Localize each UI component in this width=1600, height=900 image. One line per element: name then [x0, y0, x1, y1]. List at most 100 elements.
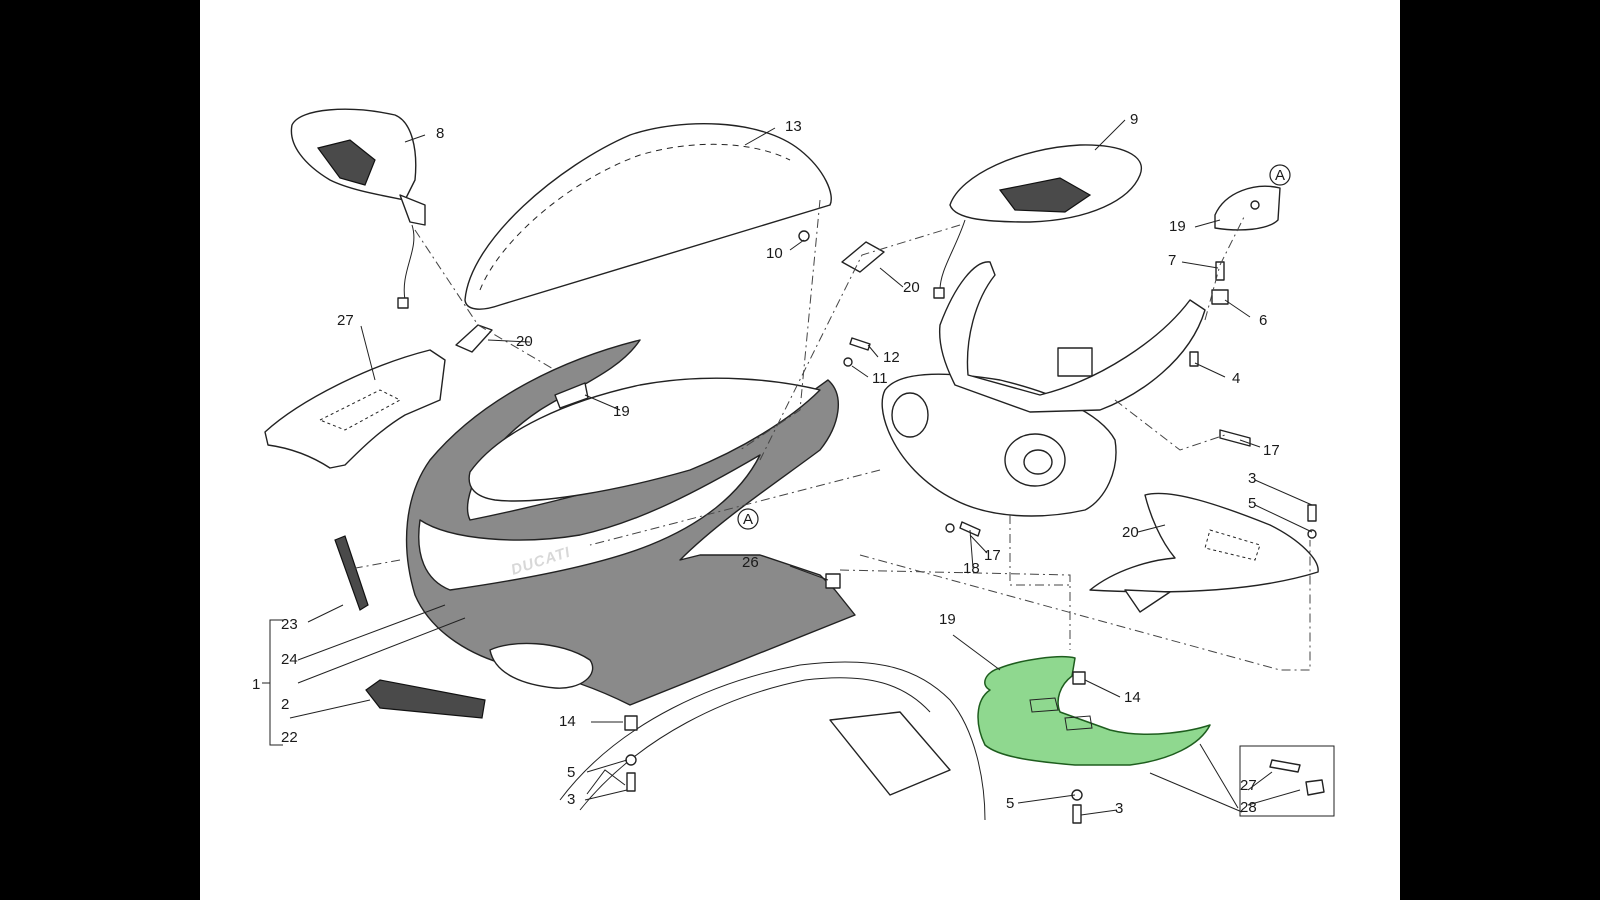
- washer-5-right: [1307, 529, 1317, 539]
- callout-22: 23: [281, 616, 298, 633]
- right-heat-shield-pattern: [1204, 529, 1261, 561]
- side-grille-22: [334, 535, 369, 611]
- right-mirror-plug: [933, 287, 945, 299]
- headlight-lens-left: [891, 392, 929, 438]
- callout-4: 4: [1232, 370, 1240, 387]
- callout-13: 13: [785, 118, 802, 135]
- screw-3-bottom: [1072, 804, 1082, 824]
- screw-3-left: [626, 772, 636, 792]
- reference-marker-a-top: [1269, 164, 1291, 186]
- callout-23: 24: [281, 651, 298, 668]
- left-mirror-stem: [399, 194, 426, 226]
- left-mirror-lens: [316, 139, 376, 186]
- clip-6: [1211, 289, 1229, 305]
- fairing-support-frame: [938, 261, 1206, 413]
- frame-outline: [559, 661, 986, 821]
- mirror-plate-right: [841, 241, 885, 273]
- callout-9: 9: [1130, 111, 1138, 128]
- right-heat-shield: [1089, 492, 1319, 593]
- callout-28: 28: [1240, 799, 1257, 816]
- assembly-line-right-side: [859, 540, 1311, 671]
- callout-2: 2: [281, 696, 289, 713]
- assembly-line-screen: [739, 199, 821, 451]
- callout-19-right: 19: [1169, 218, 1186, 235]
- right-heat-shield-tail: [1124, 589, 1171, 613]
- insert-28: [1305, 779, 1325, 796]
- callout-24: 26: [742, 554, 759, 571]
- callout-1: 1: [252, 676, 260, 693]
- assembly-line-headlight: [589, 469, 881, 546]
- assembly-line-belly: [839, 569, 1071, 650]
- screw-4: [1189, 351, 1199, 367]
- callout-27: 27: [1240, 777, 1257, 794]
- fairing-bracket-19: [554, 382, 589, 409]
- belly-pan-bracket-b: [1064, 715, 1093, 731]
- assembly-line-bracket: [1204, 214, 1246, 321]
- lower-belly-pan-highlighted: [977, 655, 1211, 766]
- right-mirror-lens: [998, 177, 1092, 213]
- left-mirror-cable: [403, 224, 415, 301]
- right-bracket-hole: [1250, 200, 1260, 210]
- right-bracket-19: [1214, 185, 1281, 231]
- callout-20-left: 20: [516, 333, 533, 350]
- washer-17: [945, 523, 955, 533]
- callout-14-right: 14: [1124, 689, 1141, 706]
- frame-vent: [829, 711, 951, 796]
- callout-25: 27: [337, 312, 354, 329]
- washer-11: [843, 357, 853, 367]
- left-mirror-plug: [397, 297, 409, 309]
- callout-19-left: 19: [613, 403, 630, 420]
- callout-20-right: 20: [903, 279, 920, 296]
- callout-14-left: 14: [559, 713, 576, 730]
- left-heat-shield-pattern: [318, 389, 402, 431]
- mirror-plate-left: [455, 324, 493, 353]
- assembly-line-mirror-left: [414, 229, 556, 371]
- callout-3-right: 3: [1248, 470, 1256, 487]
- callout-5-left: 5: [567, 764, 575, 781]
- callout-12: 12: [883, 349, 900, 366]
- spacer-14-right: [1072, 671, 1086, 685]
- assembly-line-mirror-right: [759, 224, 961, 461]
- callout-11: 11: [872, 370, 888, 387]
- spacer-14-left: [624, 715, 638, 731]
- callout-5-bottom: 5: [1006, 795, 1014, 812]
- windscreen: [464, 122, 832, 310]
- reference-label-a-bottom: A: [743, 511, 753, 528]
- screw-27: [1269, 759, 1301, 773]
- callout-16: 17: [984, 547, 1001, 564]
- screw-15: [1219, 429, 1251, 447]
- callout-3-bottom: 3: [1115, 800, 1123, 817]
- detail-box: [1239, 745, 1335, 817]
- assembly-line-headlight-lower: [1009, 515, 1070, 586]
- screw-7: [1215, 261, 1225, 281]
- callout-5-right: 5: [1248, 495, 1256, 512]
- callout-10: 10: [766, 245, 783, 262]
- frame-bracket-block: [1057, 347, 1093, 377]
- reference-label-a-top: A: [1275, 167, 1285, 184]
- headlight-lens-right-core: [1023, 449, 1053, 475]
- callout-8: 8: [436, 125, 444, 142]
- assembly-line-lower-left: [344, 559, 401, 571]
- fairing-intake: [489, 642, 594, 689]
- lower-grille-21: [365, 679, 486, 719]
- callout-15: 17: [1263, 442, 1280, 459]
- right-mirror-stem: [939, 219, 966, 291]
- leader-lines: [262, 119, 1313, 816]
- nut-10: [798, 230, 810, 242]
- callout-18: 19: [939, 611, 956, 628]
- windscreen-inner-line: [479, 143, 791, 291]
- belly-pan-bracket-a: [1029, 697, 1059, 713]
- screw-3-right: [1307, 504, 1317, 522]
- assembly-line-right-frame: [1114, 399, 1226, 451]
- callout-6: 6: [1259, 312, 1267, 329]
- callout-3-left: 3: [567, 791, 575, 808]
- washer-5-left: [625, 754, 637, 766]
- left-heat-shield: [264, 349, 446, 469]
- screw-12: [849, 337, 871, 351]
- callout-21: 22: [281, 729, 298, 746]
- reference-marker-a-bottom: [737, 508, 759, 530]
- callout-7: 7: [1168, 252, 1176, 269]
- callout-26: 20: [1122, 524, 1139, 541]
